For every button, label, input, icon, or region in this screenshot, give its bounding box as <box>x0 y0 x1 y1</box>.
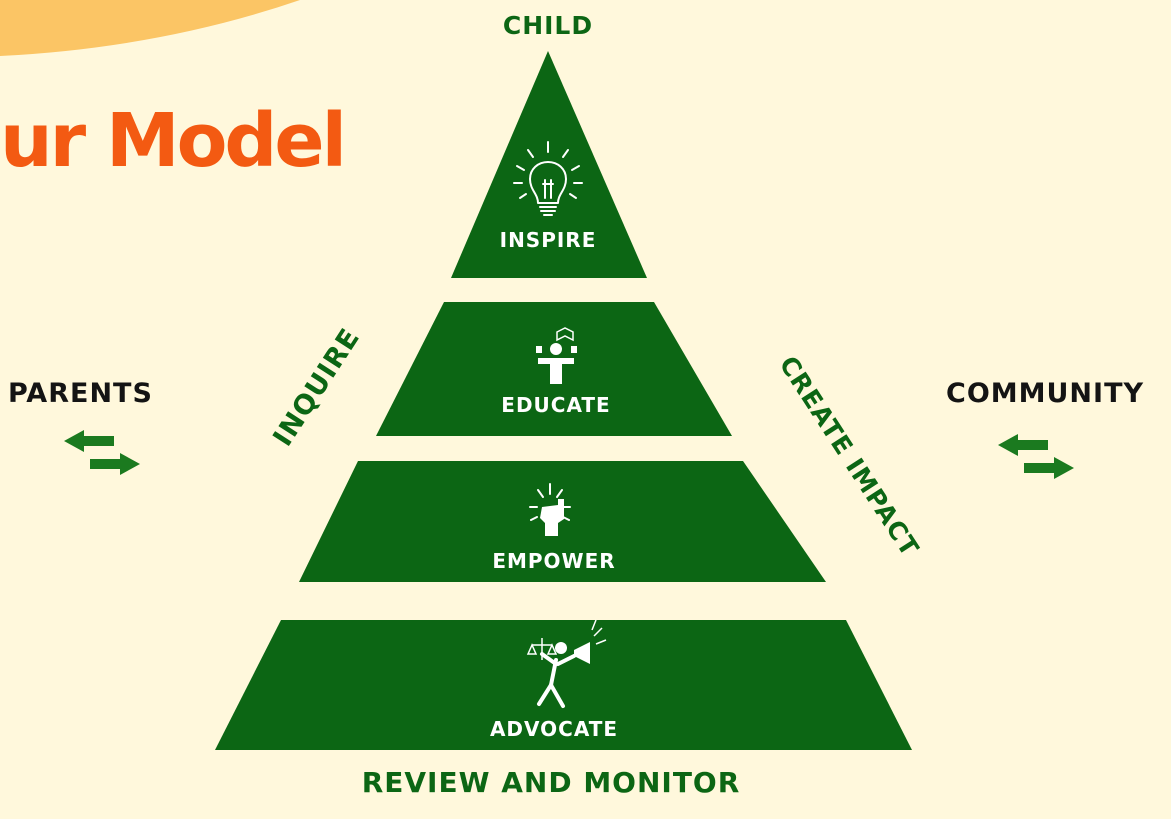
decorative-corner-shape <box>0 0 300 56</box>
raised-fist-icon <box>529 483 571 536</box>
base-label-review: REVIEW AND MONITOR <box>361 766 741 799</box>
apex-label-child: CHILD <box>502 11 594 40</box>
create-impact-label: CREATE IMPACT <box>774 351 925 562</box>
tier-label-educate: EDUCATE <box>501 393 611 417</box>
juggling-person-icon <box>536 327 577 384</box>
bidirectional-arrow-icon <box>998 434 1074 479</box>
tier-label-inspire: INSPIRE <box>499 228 597 252</box>
bidirectional-arrow-icon <box>64 430 140 475</box>
tier-advocate-shape <box>215 620 912 750</box>
parents-label: PARENTS <box>8 378 153 409</box>
community-label: COMMUNITY <box>946 378 1145 409</box>
tier-empower-shape <box>299 461 826 582</box>
tier-label-empower: EMPOWER <box>492 549 616 573</box>
tier-inspire-shape <box>451 51 647 278</box>
lightbulb-icon <box>513 141 583 216</box>
page-title: ur Model <box>0 98 347 184</box>
inquire-label: INQUIRE <box>267 323 366 452</box>
tier-label-advocate: ADVOCATE <box>489 717 619 741</box>
advocate-megaphone-icon <box>526 619 607 708</box>
